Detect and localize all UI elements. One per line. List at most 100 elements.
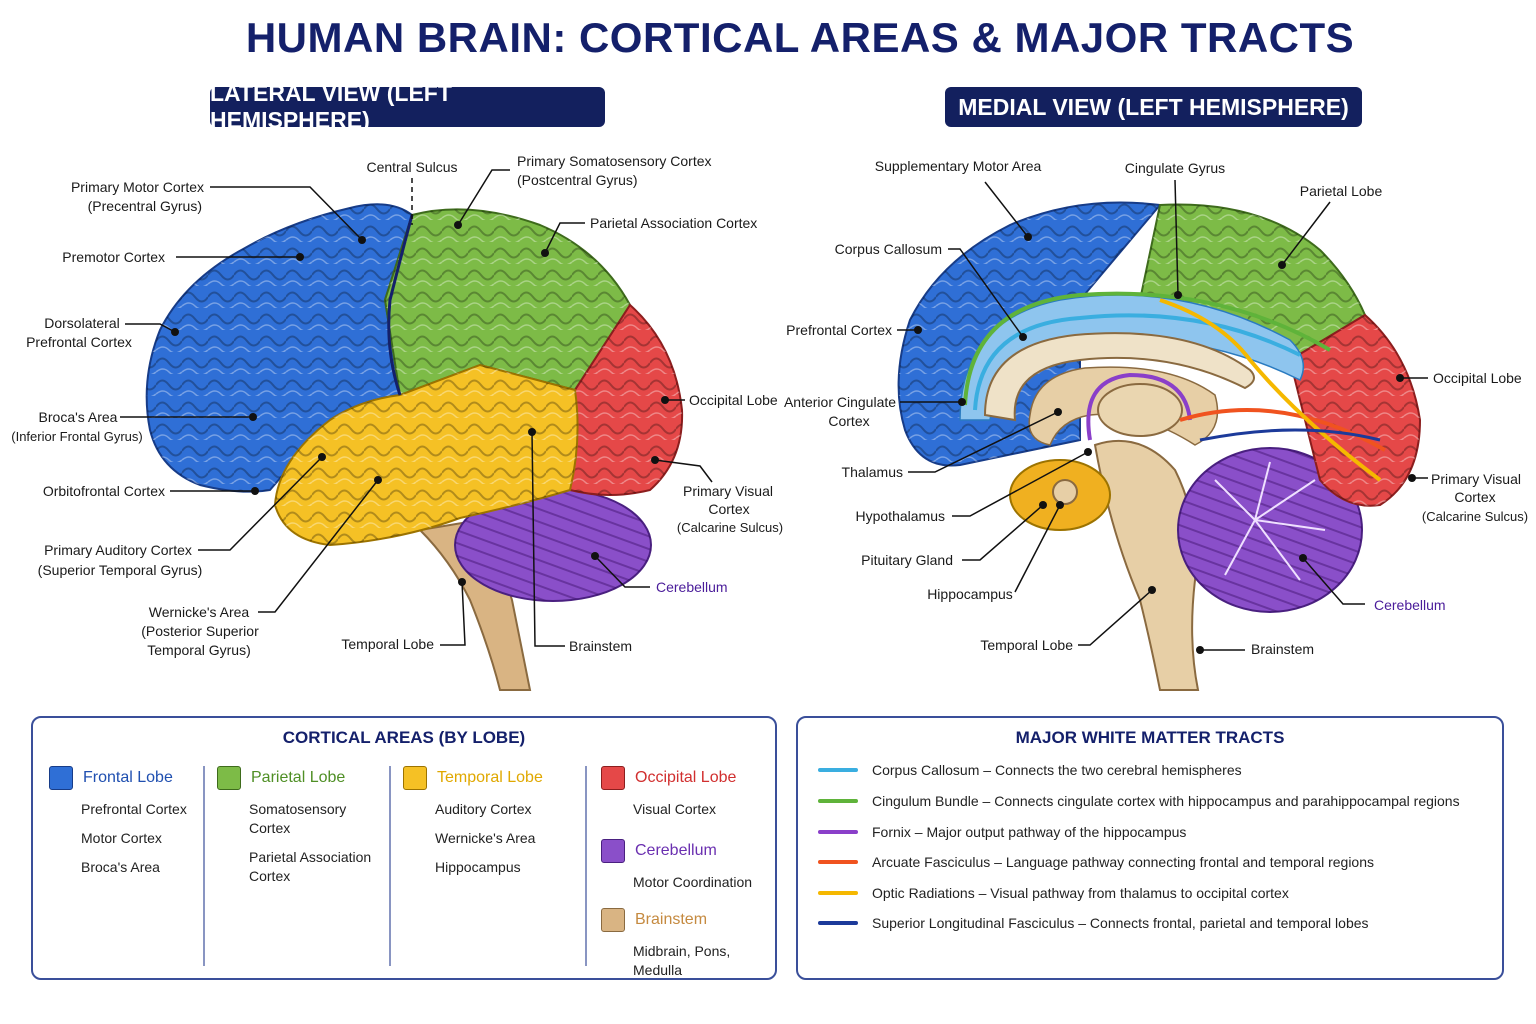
tract-color-line (818, 891, 858, 895)
tract-optic (1159, 298, 1382, 482)
legend-lobe-name: Cerebellum (635, 842, 717, 859)
tract-desc: Connects frontal, parietal and temporal … (1089, 915, 1369, 931)
label-lateral-visual-sub2: (Calcarine Sulcus) (677, 520, 783, 535)
legend-divider (203, 766, 205, 966)
tract-separator: – (990, 854, 1006, 870)
legend-col-temporal: Temporal Lobe Auditory Cortex Wernicke's… (403, 766, 543, 887)
legend-divider (585, 766, 587, 966)
label-medial-brainstem: Brainstem (1251, 641, 1314, 657)
tract-row-arcuate: Arcuate Fasciculus – Language pathway co… (818, 854, 1374, 870)
lateral-leader-dots (171, 221, 669, 586)
label-medial-visual-sub2: (Calcarine Sulcus) (1422, 509, 1528, 524)
label-dlpfc-sub: Prefrontal Cortex (26, 334, 132, 350)
label-medial-prefrontal: Prefrontal Cortex (786, 322, 892, 338)
legend-item: Midbrain, Pons, Medulla (633, 943, 731, 978)
tract-desc: Major output pathway of the hippocampus (926, 824, 1187, 840)
tract-name: Fornix (872, 824, 911, 840)
legend-temporal: Temporal Lobe (403, 766, 543, 790)
tract-separator: – (979, 762, 995, 778)
label-acc-sub: Cortex (828, 413, 869, 429)
label-parietal-assoc: Parietal Association Cortex (590, 215, 757, 231)
occipital-swatch (601, 766, 625, 790)
label-hypothalamus: Hypothalamus (856, 508, 946, 524)
label-corpus-callosum: Corpus Callosum (835, 241, 942, 257)
label-pituitary: Pituitary Gland (861, 552, 953, 568)
lateral-leader-lines (120, 169, 713, 647)
cortical-legend-panel: CORTICAL AREAS (BY LOBE) Frontal Lobe Pr… (31, 716, 777, 980)
legend-item: Broca's Area (81, 859, 160, 875)
label-lateral-visual-sub1: Cortex (708, 501, 749, 517)
tract-row-slf: Superior Longitudinal Fasciculus – Conne… (818, 915, 1369, 931)
tract-desc: Visual pathway from thalamus to occipita… (990, 885, 1289, 901)
label-auditory: Primary Auditory Cortex (44, 542, 192, 558)
tract-name: Arcuate Fasciculus (872, 854, 991, 870)
tract-name: Corpus Callosum (872, 762, 980, 778)
tracts-legend-panel: MAJOR WHITE MATTER TRACTS Corpus Callosu… (796, 716, 1504, 980)
label-primary-motor: Primary Motor Cortex (71, 179, 204, 195)
legend-item: Parietal Association Cortex (249, 849, 372, 884)
tract-row-cingulum: Cingulum Bundle – Connects cingulate cor… (818, 793, 1460, 809)
lateral-view-heading: LATERAL VIEW (LEFT HEMISPHERE) (210, 80, 605, 133)
parietal-swatch (217, 766, 241, 790)
label-broca-sub: (Inferior Frontal Gyrus) (11, 429, 142, 444)
frontal-swatch (49, 766, 73, 790)
legend-col-frontal: Frontal Lobe Prefrontal Cortex Motor Cor… (49, 766, 187, 887)
legend-lobe-name: Occipital Lobe (635, 769, 737, 786)
tract-color-line (818, 921, 858, 925)
legend-item: Visual Cortex (633, 801, 717, 817)
legend-item: Motor Coordination (633, 874, 753, 890)
medial-brain (897, 201, 1422, 691)
label-primary-motor-sub: (Precentral Gyrus) (88, 198, 202, 214)
tract-cingulum (963, 291, 1332, 406)
label-medial-visual: Primary Visual (1431, 471, 1521, 487)
label-acc: Anterior Cingulate (784, 394, 896, 410)
tract-desc: Language pathway connecting frontal and … (1005, 854, 1375, 870)
legend-lobe-name: Brainstem (635, 911, 708, 928)
label-dlpfc: Dorsolateral (44, 315, 119, 331)
label-somatosensory-sub: (Postcentral Gyrus) (517, 172, 638, 188)
legend-item: Prefrontal Cortex (81, 801, 187, 817)
label-cingulate: Cingulate Gyrus (1125, 160, 1225, 176)
tract-separator: – (910, 824, 927, 840)
legend-item: Motor Cortex (81, 830, 162, 846)
legend-parietal: Parietal Lobe (217, 766, 387, 790)
tract-color-line (818, 768, 858, 772)
legend-brainstem: Brainstem (601, 908, 761, 932)
legend-col-occipital: Occipital Lobe Visual Cortex Cerebellum … (601, 766, 761, 990)
tract-name: Optic Radiations (872, 885, 975, 901)
legend-item: Hippocampus (435, 859, 521, 875)
legend-lobe-name: Frontal Lobe (83, 769, 173, 786)
label-lateral-brainstem: Brainstem (569, 638, 632, 654)
label-wernicke-sub1: (Posterior Superior (141, 623, 259, 639)
label-premotor: Premotor Cortex (62, 249, 165, 265)
label-lateral-visual: Primary Visual (683, 483, 773, 499)
label-lateral-cerebellum: Cerebellum (656, 579, 728, 595)
label-lateral-temporal: Temporal Lobe (341, 636, 434, 652)
label-wernicke: Wernicke's Area (149, 604, 250, 620)
label-medial-parietal: Parietal Lobe (1300, 183, 1383, 199)
tract-corpus-callosum (973, 313, 1301, 411)
label-wernicke-sub2: Temporal Gyrus) (147, 642, 250, 658)
medial-leader-lines (897, 179, 1428, 651)
label-auditory-sub: (Superior Temporal Gyrus) (38, 562, 203, 578)
tracts-legend-title: MAJOR WHITE MATTER TRACTS (1015, 728, 1285, 747)
legend-occipital: Occipital Lobe (601, 766, 761, 790)
label-sma: Supplementary Motor Area (875, 158, 1042, 174)
tract-color-line (818, 860, 858, 864)
medial-brainstem-shape (1093, 439, 1200, 691)
tract-desc: Connects the two cerebral hemispheres (994, 762, 1242, 778)
tract-row-optic: Optic Radiations – Visual pathway from t… (818, 885, 1289, 901)
label-lateral-occipital: Occipital Lobe (689, 392, 778, 408)
legend-col-parietal: Parietal Lobe Somatosensory Cortex Parie… (217, 766, 387, 896)
tract-name: Superior Longitudinal Fasciculus (872, 915, 1075, 931)
label-medial-occipital: Occipital Lobe (1433, 370, 1522, 386)
brain-diagram: Central Sulcus Primary Motor Cortex (Pre… (11, 153, 1528, 691)
legend-cerebellum: Cerebellum (601, 839, 761, 863)
label-medial-temporal: Temporal Lobe (980, 637, 1073, 653)
tract-separator: – (974, 885, 991, 901)
medial-view-heading: MEDIAL VIEW (LEFT HEMISPHERE) (945, 87, 1362, 127)
tract-desc: Connects cingulate cortex with hippocamp… (994, 793, 1460, 809)
legend-item: Somatosensory Cortex (249, 801, 347, 836)
label-orbitofrontal: Orbitofrontal Cortex (43, 483, 165, 499)
brainstem-swatch (601, 908, 625, 932)
